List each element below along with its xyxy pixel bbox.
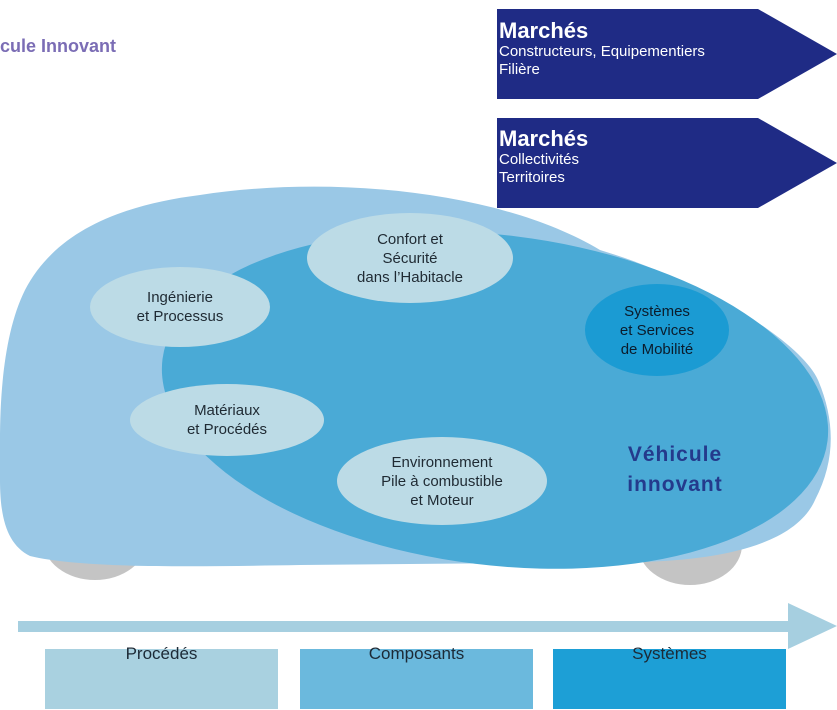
- bubble-materiaux: Matériaux et Procédés: [130, 384, 324, 456]
- stage-systemes: Systèmes: [632, 644, 707, 663]
- bubble-materiaux-shape: [130, 384, 324, 456]
- market-banner-2-shape: [497, 118, 837, 208]
- stage-composants: Composants: [368, 644, 465, 663]
- market-2-heading: Marchés: [499, 126, 589, 151]
- bubble-confort-line-1: Confort et: [377, 230, 443, 248]
- bubble-environnement-line-2: Pile à combustible: [381, 472, 503, 490]
- bubble-ingenierie-shape: [90, 267, 270, 347]
- stage-2-box: [300, 649, 533, 709]
- bubble-ingenierie-line-2: et Processus: [136, 308, 224, 325]
- bubble-environnement-line-3: et Moteur: [410, 491, 474, 509]
- market-1-line-2: Filière: [499, 61, 540, 78]
- market-banner-2: Marchés Collectivités Territoires: [499, 127, 588, 187]
- bubble-materiaux-line-2: et Procédés: [186, 421, 268, 438]
- bubble-environnement-line-1: Environnement: [391, 453, 493, 471]
- progress-arrow-shaft: [18, 621, 788, 632]
- stage-3-box: [553, 649, 786, 709]
- bubble-confort-line-3: dans l’Habitacle: [357, 268, 463, 286]
- bubble-confort-line-2: Sécurité: [382, 249, 438, 267]
- vehicle-label-line-2: innovant: [627, 473, 723, 496]
- market-2-line-2: Territoires: [499, 169, 565, 186]
- market-banner-1: Marchés Constructeurs, Equipementiers Fi…: [499, 19, 705, 79]
- bubble-environnement-shape: [337, 437, 547, 525]
- market-2-line-1: Collectivités: [499, 151, 580, 168]
- bubble-confort: Confort et Sécurité dans l’Habitacle: [307, 213, 513, 303]
- bubble-ingenierie-line-1: Ingénierie: [147, 289, 213, 306]
- bubble-ingenierie: Ingénierie et Processus: [90, 267, 270, 347]
- bubble-environnement: Environnement Pile à combustible et Mote…: [337, 437, 547, 525]
- stage-procedes: Procédés: [125, 644, 198, 663]
- bubble-confort-shape: [307, 213, 513, 303]
- market-1-line-1: Constructeurs, Equipementiers: [499, 43, 705, 60]
- bubble-materiaux-line-1: Matériaux: [194, 402, 260, 419]
- bubble-systemes-line-1: Systèmes: [624, 302, 690, 320]
- vehicle-label: Véhicule innovant: [600, 440, 750, 500]
- bubble-systemes: Systèmes et Services de Mobilité: [585, 284, 729, 376]
- market-banner-1-shape: [497, 9, 837, 99]
- bubble-systemes-line-2: et Services: [619, 321, 695, 339]
- diagram-title: hicule Innovant: [0, 36, 117, 56]
- stage-1-box: [45, 649, 278, 709]
- bubble-systemes-shape: [585, 284, 729, 376]
- vehicle-label-line-1: Véhicule: [627, 443, 723, 466]
- progress-arrow-head: [788, 603, 837, 649]
- market-1-heading: Marchés: [499, 18, 589, 43]
- bubble-systemes-line-3: de Mobilité: [620, 340, 694, 358]
